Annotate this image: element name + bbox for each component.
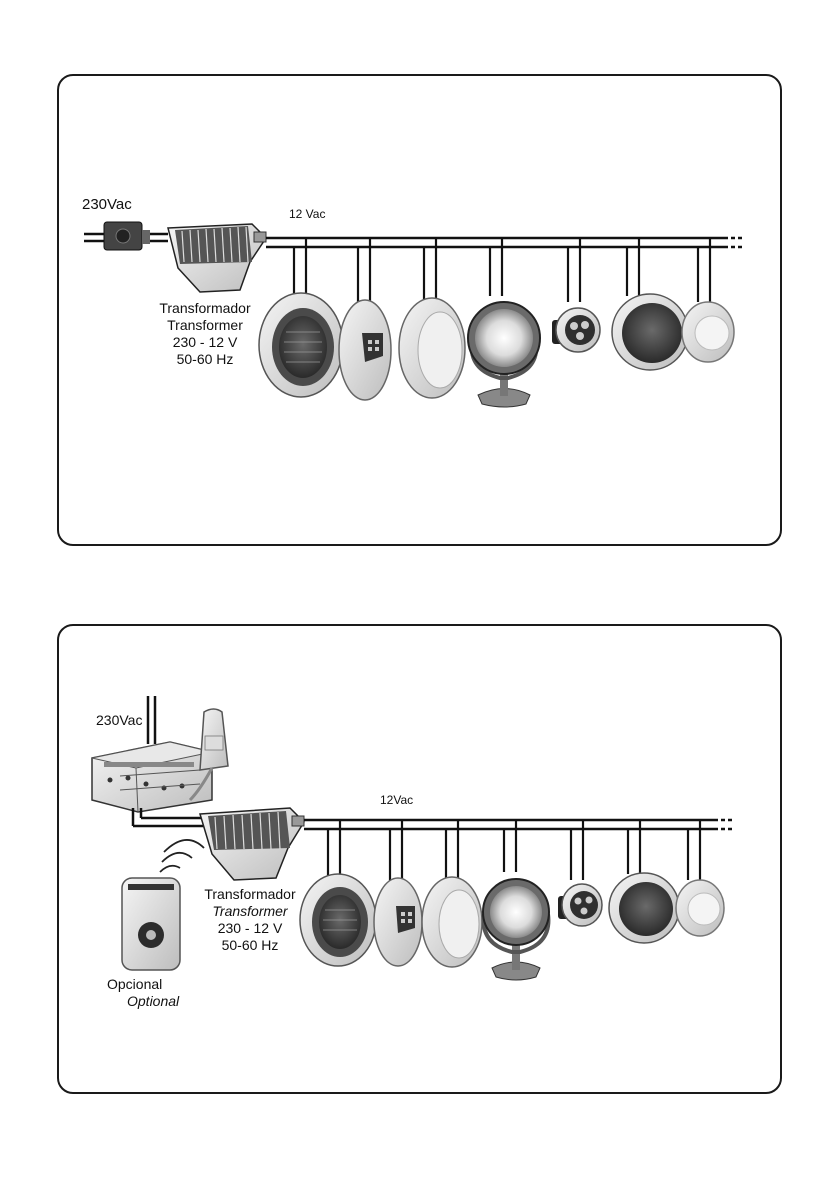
pool-light-icon <box>558 884 602 926</box>
transformer-name-es: Transformador <box>188 886 312 903</box>
transformer-label: Transformador Transformer 230 - 12 V 50-… <box>188 886 312 954</box>
transformer-icon <box>200 808 304 880</box>
pool-light-icon <box>374 878 422 966</box>
low-voltage-bus-2 <box>304 820 732 829</box>
input-voltage-label: 230Vac <box>96 712 142 729</box>
mains-wires-2 <box>148 696 155 744</box>
bus-voltage-label: 12Vac <box>380 792 413 809</box>
controller-icon <box>92 742 212 812</box>
pool-light-icon <box>422 877 482 967</box>
pool-light-icon <box>676 880 724 936</box>
pool-light-icon <box>483 879 549 980</box>
remote-label: Opcional Optional <box>107 976 179 1010</box>
radio-waves-icon <box>160 840 204 872</box>
remote-control-icon <box>122 878 180 970</box>
transformer-frequency: 50-60 Hz <box>188 937 312 954</box>
remote-label-en: Optional <box>107 993 179 1010</box>
transformer-rating: 230 - 12 V <box>188 920 312 937</box>
remote-label-es: Opcional <box>107 976 179 993</box>
pool-light-icon <box>609 873 679 943</box>
transformer-name-en: Transformer <box>188 903 312 920</box>
